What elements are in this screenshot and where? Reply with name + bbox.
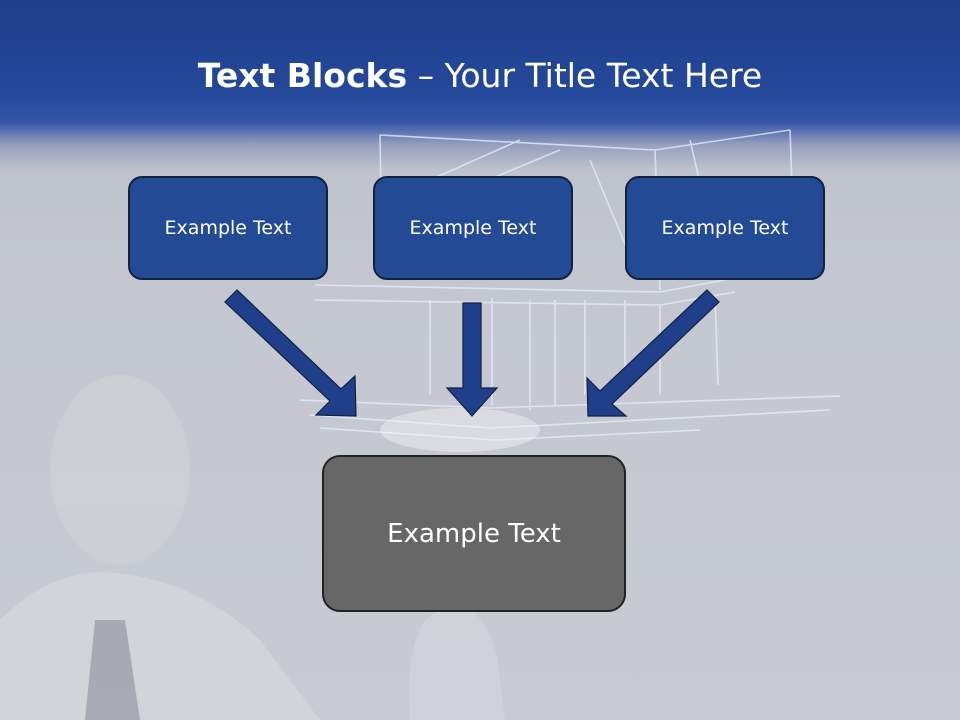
- text-block-label: Example Text: [661, 217, 789, 239]
- text-block-label: Example Text: [409, 217, 537, 239]
- text-block-label: Example Text: [164, 217, 292, 239]
- glow: [380, 408, 540, 452]
- header-band: [0, 0, 960, 170]
- arrow-left: [224, 289, 357, 417]
- slide-title: Text Blocks – Your Title Text Here: [0, 54, 960, 98]
- title-rest: Your Title Text Here: [444, 56, 763, 95]
- text-block-top-center: Example Text: [373, 176, 573, 280]
- text-block-bottom: Example Text: [322, 455, 626, 612]
- title-bold: Text Blocks: [197, 56, 408, 95]
- arrow-center: [445, 302, 499, 417]
- arrow-right: [586, 289, 720, 417]
- title-separator: –: [407, 56, 445, 95]
- text-block-top-left: Example Text: [128, 176, 328, 280]
- person-figure: [0, 375, 505, 720]
- text-block-top-right: Example Text: [625, 176, 825, 280]
- text-block-label: Example Text: [387, 518, 561, 549]
- connector-arrows: [224, 289, 720, 417]
